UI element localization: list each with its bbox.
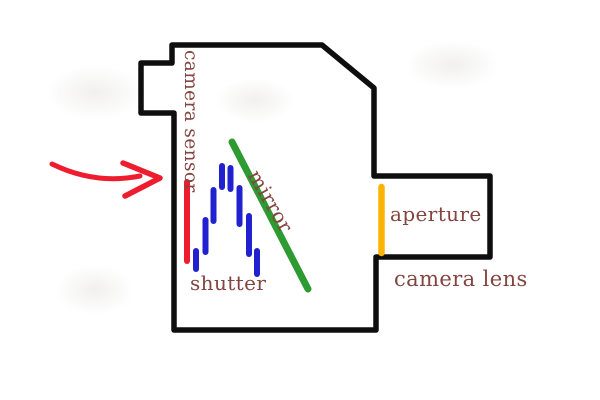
shutter-dashes bbox=[193, 163, 260, 277]
label-camera-sensor: camera sensor bbox=[180, 50, 201, 193]
arrow-shaft bbox=[49, 161, 143, 182]
label-aperture: aperture bbox=[390, 202, 482, 226]
label-camera-lens: camera lens bbox=[394, 267, 528, 291]
camera-body-outline bbox=[138, 42, 493, 333]
pointer-arrow-icon bbox=[49, 160, 163, 199]
label-shutter: shutter bbox=[190, 271, 267, 295]
mirror-line bbox=[228, 138, 312, 293]
arrow-head bbox=[120, 160, 163, 199]
